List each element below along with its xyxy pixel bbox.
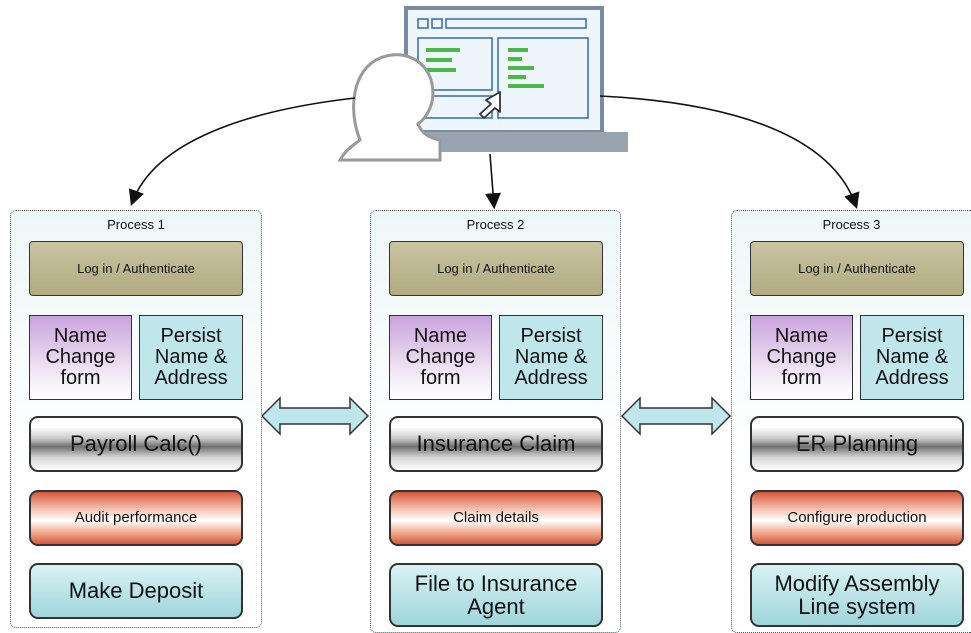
- er-planning-box: ER Planning: [750, 416, 964, 472]
- claim-details-box: Claim details: [389, 490, 603, 546]
- person-icon: [337, 53, 442, 162]
- audit-performance-box: Audit performance: [29, 490, 243, 546]
- process-panel-2: Process 2 Log in / Authenticate Name Cha…: [370, 210, 621, 633]
- name-change-form-box: Name Change form: [750, 315, 853, 400]
- insurance-claim-box: Insurance Claim: [389, 416, 603, 472]
- process-panel-1: Process 1 Log in / Authenticate Name Cha…: [10, 210, 262, 628]
- persist-name-address-box: Persist Name & Address: [139, 315, 243, 400]
- process-title: Process 3: [822, 217, 881, 232]
- name-change-form-box: Name Change form: [29, 315, 132, 400]
- process-title: Process 2: [466, 217, 525, 232]
- configure-production-box: Configure production: [750, 490, 964, 546]
- cursor-icon: [479, 91, 501, 119]
- process-title: Process 1: [107, 217, 165, 232]
- double-arrow-left: [260, 396, 370, 436]
- login-authenticate-box: Log in / Authenticate: [389, 241, 603, 296]
- computer-screen-icon: [400, 6, 628, 152]
- double-arrow-right: [620, 396, 732, 436]
- login-authenticate-box: Log in / Authenticate: [29, 241, 243, 296]
- file-to-insurance-agent-box: File to Insurance Agent: [389, 563, 603, 627]
- persist-name-address-box: Persist Name & Address: [860, 315, 964, 400]
- login-authenticate-box: Log in / Authenticate: [750, 241, 964, 296]
- make-deposit-box: Make Deposit: [29, 563, 243, 619]
- process-panel-3: Process 3 Log in / Authenticate Name Cha…: [731, 210, 971, 633]
- name-change-form-box: Name Change form: [389, 315, 492, 400]
- modify-assembly-line-box: Modify Assembly Line system: [750, 563, 964, 627]
- payroll-calc-box: Payroll Calc(): [29, 416, 243, 472]
- persist-name-address-box: Persist Name & Address: [499, 315, 603, 400]
